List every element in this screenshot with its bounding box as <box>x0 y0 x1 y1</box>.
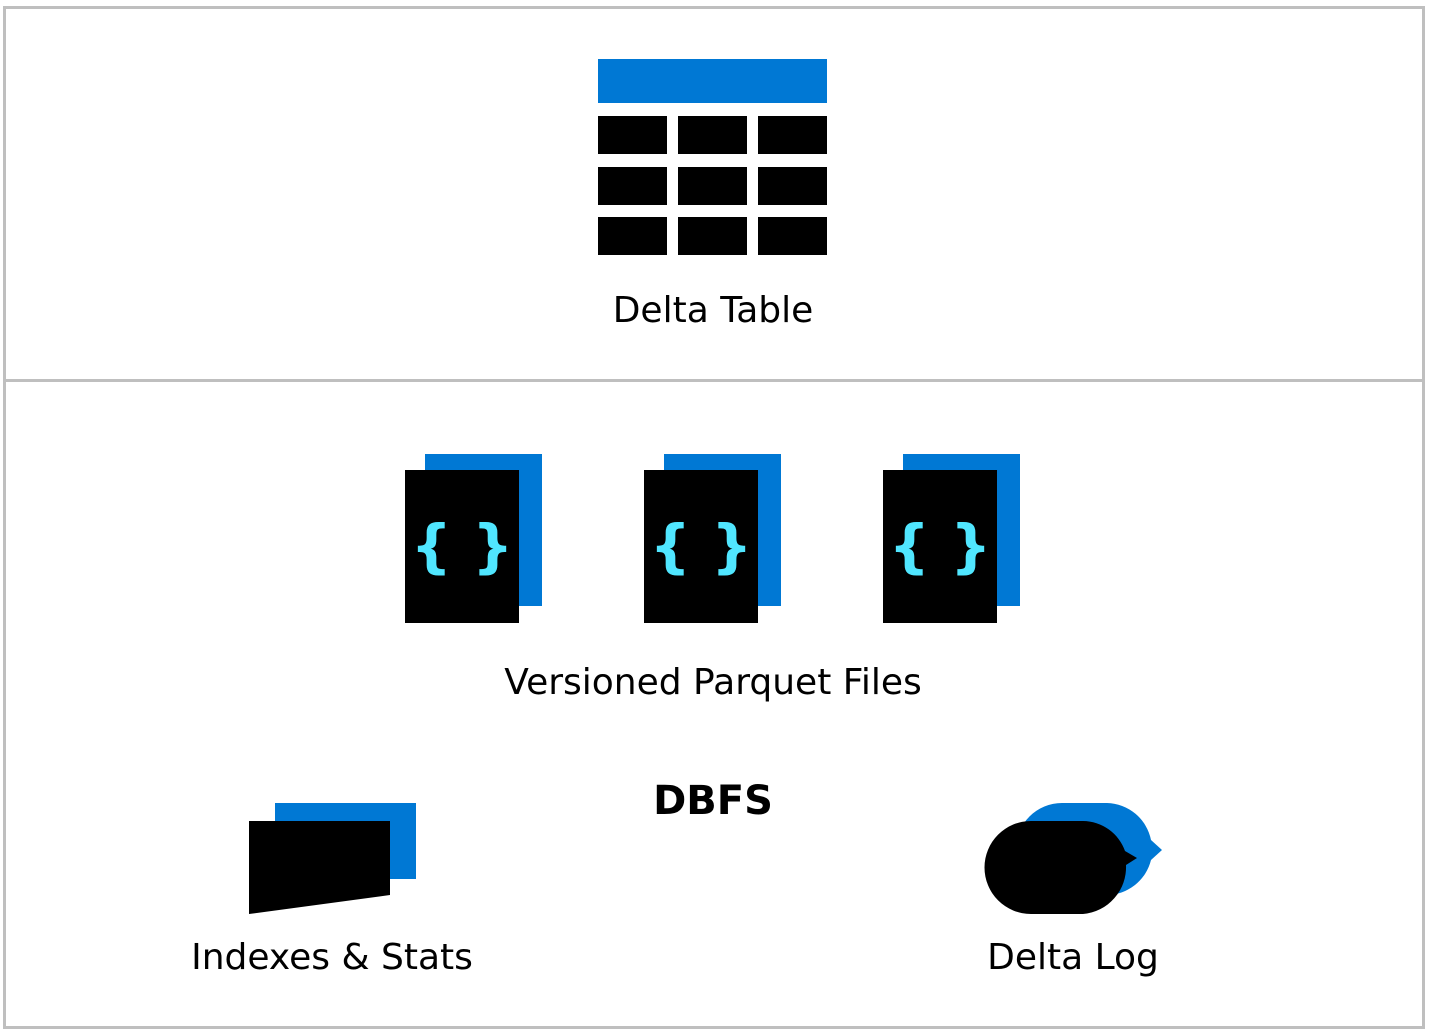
indexes-stats-label: Indexes & Stats <box>191 937 473 978</box>
delta-table-label: Delta Table <box>612 290 814 331</box>
json-file-icon: { } <box>883 454 1020 623</box>
json-file-icon: { } <box>405 454 542 623</box>
delta-log-label: Delta Log <box>987 937 1159 978</box>
brace-glyph: { } <box>650 512 753 580</box>
json-file-icon: { } <box>644 454 781 623</box>
brace-glyph: { } <box>889 512 992 580</box>
document-stack-icon <box>249 803 416 914</box>
dbfs-title: DBFS <box>653 778 773 824</box>
table-icon <box>598 59 827 255</box>
parquet-files-label: Versioned Parquet Files <box>504 662 922 703</box>
chat-bubble-icon <box>984 803 1162 914</box>
brace-glyph: { } <box>411 512 514 580</box>
